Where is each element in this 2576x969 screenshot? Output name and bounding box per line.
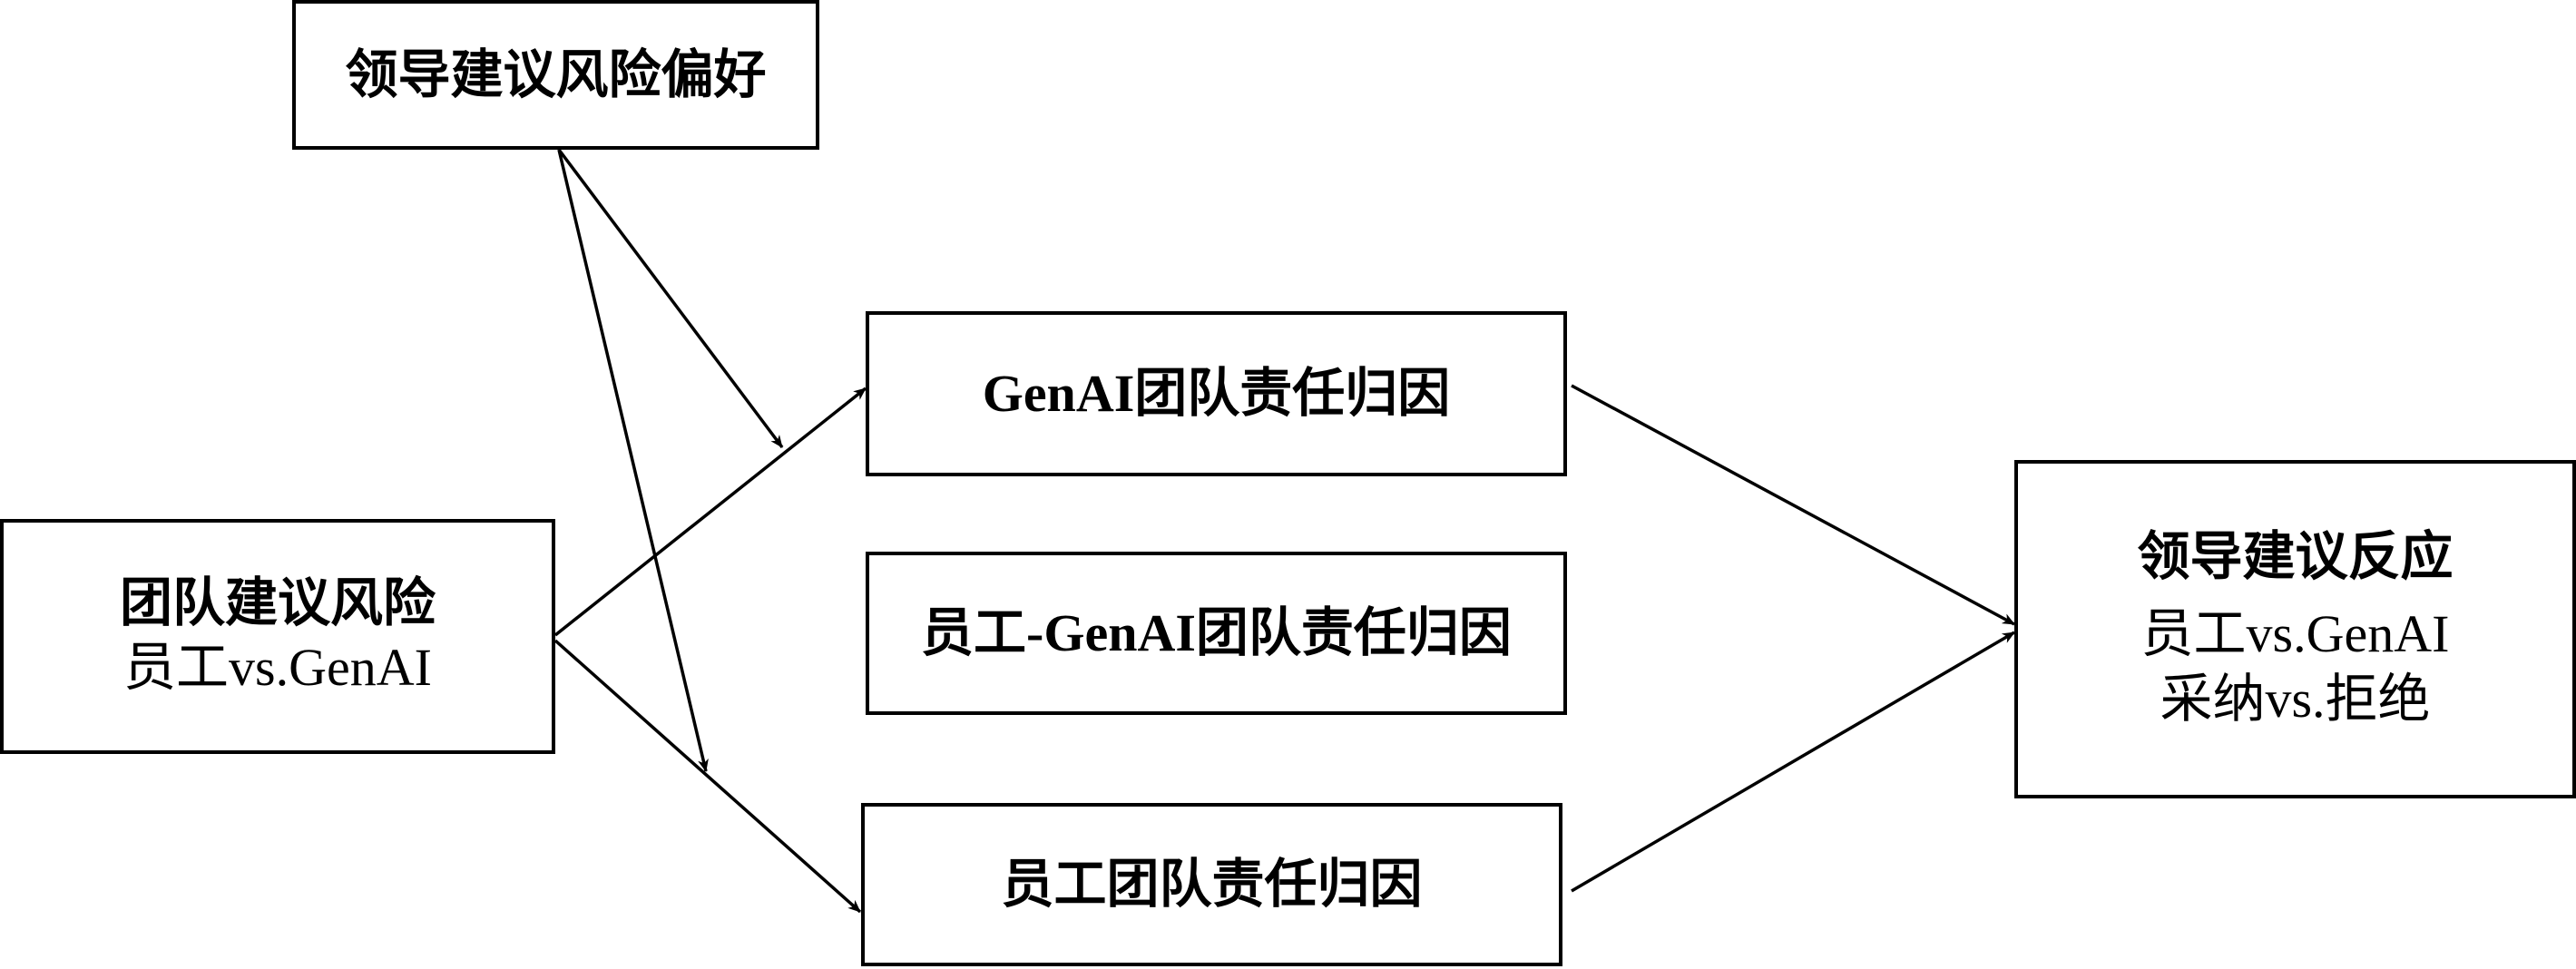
moderator-title: 领导建议风险偏好: [345, 44, 767, 104]
moderator-box: 领导建议风险偏好: [292, 0, 819, 150]
mediator-employee-title: 员工团队责任归因: [1001, 855, 1423, 915]
arrow-genai-to-dependent: [1571, 384, 2015, 626]
mediator-diff-title: 员工-GenAI团队责任归因: [921, 603, 1512, 663]
arrow-moderator-to-employee-path: [557, 149, 709, 772]
independent-box: 团队建议风险 员工vs.GenAI: [0, 519, 555, 754]
dependent-box: 领导建议反应 员工vs.GenAI 采纳vs.拒绝: [2014, 460, 2576, 798]
arrow-independent-to-employee: [553, 639, 862, 914]
arrow-moderator-to-genai-path: [557, 148, 784, 449]
independent-title: 团队建议风险: [119, 573, 436, 633]
dependent-line3: 采纳vs.拒绝: [2160, 670, 2431, 729]
independent-subtitle: 员工vs.GenAI: [123, 638, 432, 698]
mediator-genai-title: GenAI团队责任归因: [982, 364, 1451, 424]
mediator-diff-box: 员工-GenAI团队责任归因: [866, 552, 1567, 715]
dependent-title: 领导建议反应: [2137, 527, 2454, 587]
mediator-genai-box: GenAI团队责任归因: [866, 311, 1567, 476]
mediator-employee-box: 员工团队责任归因: [861, 803, 1562, 966]
arrow-independent-to-genai: [553, 387, 867, 637]
dependent-line2: 员工vs.GenAI: [2140, 603, 2450, 663]
arrow-employee-to-dependent: [1571, 631, 2015, 893]
